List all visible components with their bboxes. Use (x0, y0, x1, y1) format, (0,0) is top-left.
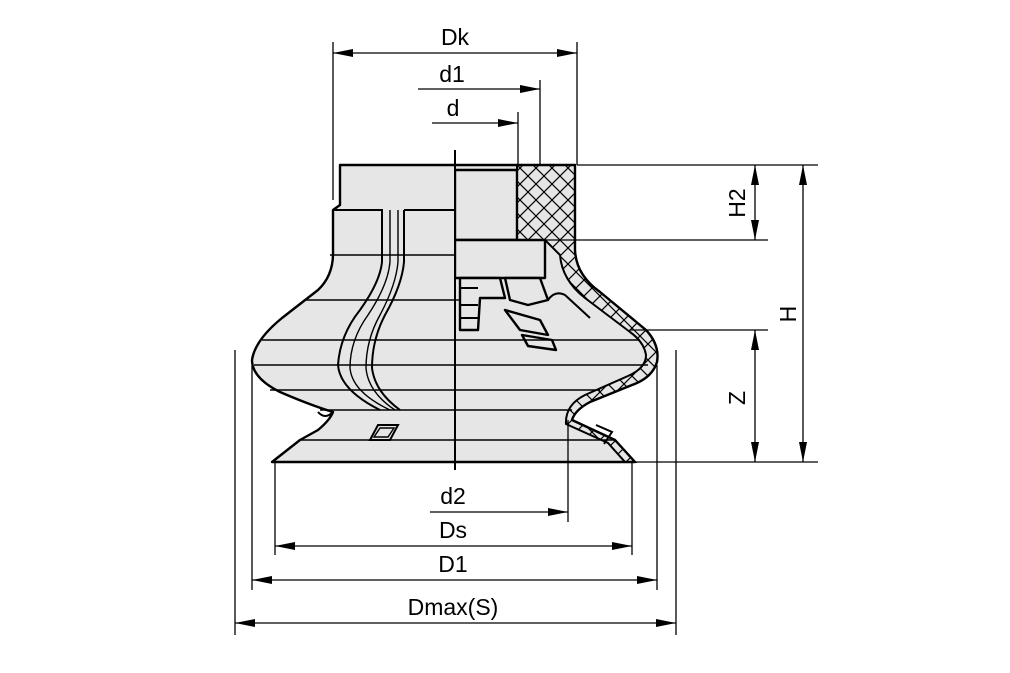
label-ds: Ds (439, 517, 467, 543)
label-d: d (447, 95, 460, 121)
label-d1: d1 (439, 61, 465, 87)
label-h: H (775, 306, 801, 323)
label-d2: d2 (440, 483, 466, 509)
label-z: Z (724, 391, 750, 405)
dimension-ds: Ds (275, 517, 632, 550)
dimension-dmax: Dmax(S) (235, 594, 676, 627)
left-half-view (254, 209, 455, 441)
right-half-section (455, 164, 659, 463)
dimension-h2: H2 (724, 165, 759, 240)
dimension-d2: d2 (430, 483, 568, 516)
label-dk: Dk (441, 24, 470, 50)
extension-lines (234, 42, 818, 635)
dimension-d1-outer: D1 (252, 551, 657, 584)
dimension-d1: d1 (418, 61, 540, 93)
dimension-d: d (432, 95, 518, 127)
dimension-dk: Dk (333, 24, 577, 57)
label-D1: D1 (438, 551, 467, 577)
label-dmax: Dmax(S) (408, 594, 499, 620)
dimension-z: Z (724, 330, 759, 462)
label-h2: H2 (724, 188, 750, 217)
dimension-h: H (775, 165, 807, 462)
